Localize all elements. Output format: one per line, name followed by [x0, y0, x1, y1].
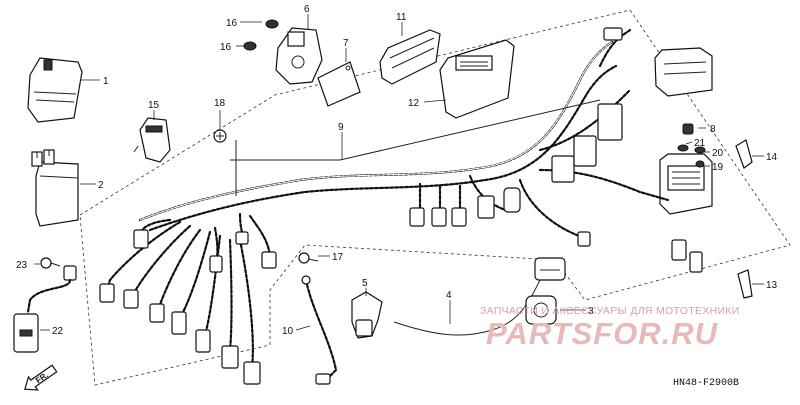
part-10-ground-cable[interactable] [301, 275, 338, 385]
part-6-sensor[interactable] [275, 27, 323, 85]
callout-9: 9 [338, 122, 344, 133]
part-19-clip[interactable] [695, 160, 705, 168]
part-12-ecu[interactable] [439, 39, 515, 119]
watermark-logo: PARTSFOR.RU [486, 316, 719, 351]
part-relay-block[interactable] [659, 153, 713, 215]
callout-2: 2 [98, 180, 104, 191]
callout-16b: 16 [220, 42, 232, 53]
callout-17: 17 [332, 252, 344, 263]
part-2-ignition-unit[interactable] [31, 149, 79, 227]
part-14-bracket[interactable] [735, 139, 753, 169]
callout-15: 15 [148, 100, 160, 111]
part-1-cover[interactable] [27, 57, 83, 123]
callout-21: 21 [694, 138, 706, 149]
part-20-clip[interactable] [694, 146, 706, 154]
callout-3: 3 [588, 306, 594, 317]
callout-11: 11 [396, 12, 407, 23]
callout-7: 7 [343, 38, 349, 49]
callout-18: 18 [214, 98, 226, 109]
part-22-sensor[interactable] [13, 265, 77, 353]
callout-20: 20 [712, 148, 724, 159]
callout-8: 8 [710, 124, 716, 135]
callout-16a: 16 [226, 18, 238, 29]
part-15-relay[interactable] [133, 117, 171, 163]
part-11-cover[interactable] [379, 29, 441, 85]
callout-13: 13 [766, 280, 778, 291]
part-16-grommet-lower[interactable] [243, 41, 257, 51]
part-16-grommet-upper[interactable] [265, 19, 279, 29]
callout-6: 6 [304, 4, 310, 15]
callout-14: 14 [766, 152, 778, 163]
diagram-code: HN48-F2900B [673, 378, 740, 389]
callout-22: 22 [52, 326, 64, 337]
leader-lines [34, 14, 764, 331]
part-23-bolt[interactable] [40, 257, 61, 269]
part-8-fuse[interactable] [682, 123, 694, 135]
watermark-caption: ЗАПЧАСТИ И АКСЕССУАРЫ ДЛЯ МОТОТЕХНИКИ [480, 305, 740, 317]
part-fuse-box[interactable] [654, 47, 713, 97]
callout-12: 12 [408, 98, 420, 109]
part-18-bolt[interactable] [213, 129, 227, 143]
callout-23: 23 [16, 260, 28, 271]
part-3-coil[interactable] [525, 295, 557, 325]
part-21-clip[interactable] [677, 144, 689, 152]
harness-connectors [99, 27, 703, 385]
callout-4: 4 [446, 290, 452, 301]
callout-5: 5 [362, 278, 368, 289]
part-7-plate[interactable] [317, 61, 361, 107]
part-13-bracket[interactable] [737, 269, 753, 299]
callout-10: 10 [282, 326, 294, 337]
part-9-main-harness[interactable] [103, 28, 670, 370]
callout-19: 19 [712, 162, 724, 173]
callout-numbers: 1 2 3 4 5 6 7 8 9 10 11 12 13 14 15 16 1… [16, 4, 778, 337]
part-17-bolt[interactable] [298, 252, 319, 264]
front-arrow: FR. [24, 364, 58, 391]
callout-1: 1 [103, 76, 109, 87]
part-5-plug-cap[interactable] [351, 291, 383, 339]
